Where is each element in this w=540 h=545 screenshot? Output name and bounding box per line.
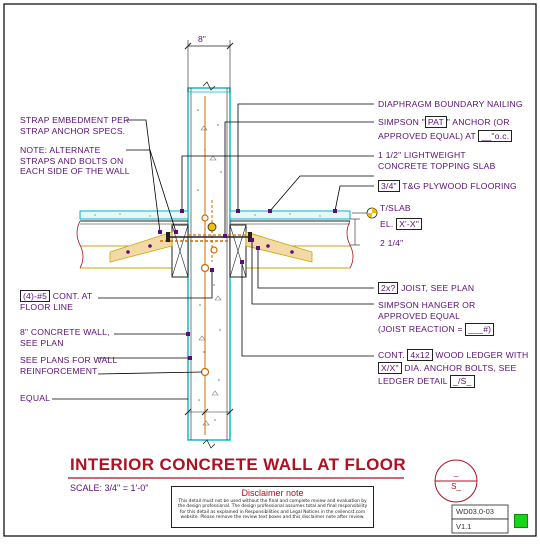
concrete-wall: [187, 81, 231, 449]
label-strap-embedment-line1: STRAP EMBEDMENT PER: [20, 115, 130, 125]
cont-bars: [200, 214, 218, 377]
label-note: NOTE: ALTERNATE STRAPS AND BOLTS ON EACH…: [20, 145, 130, 177]
label-plywood: 3/4" T&G PLYWOOD FLOORING: [378, 180, 517, 192]
leader-markers: [158, 209, 337, 360]
label-cont-floor: FLOOR LINE: [20, 301, 74, 312]
label-tslab: T/SLAB: [380, 203, 411, 213]
label-lightweight-slab: 1 1/2" LIGHTWEIGHT CONCRETE TOPPING SLAB: [378, 150, 496, 171]
cont-bars-qty: (4)-#5: [20, 290, 51, 302]
ledger-text: WOOD LEDGER WITH: [435, 350, 529, 360]
label-elevation: EL. X'-X": [380, 218, 423, 230]
label-lw-line1: 1 1/2" LIGHTWEIGHT: [378, 150, 466, 160]
label-hanger-line1: SIMPSON HANGER OR: [378, 300, 476, 310]
hanger-reaction-pre: (JOIST REACTION =: [378, 324, 463, 334]
floor-slab: [79, 210, 351, 225]
section-bubble: [434, 459, 478, 503]
label-wall-line2: SEE PLAN: [20, 337, 64, 348]
tslab-marker: [350, 207, 378, 246]
section-bubble-top: _: [453, 468, 459, 477]
plywood-text: T&G PLYWOOD FLOORING: [402, 181, 517, 191]
label-diaphragm: DIAPHRAGM BOUNDARY NAILING: [378, 99, 523, 109]
label-note-line2: STRAPS AND BOLTS ON: [20, 155, 124, 166]
detail-scale: SCALE: 3/4" = 1'-0": [70, 483, 149, 493]
section-bubble-bottom: S_: [451, 482, 461, 491]
leaders-right: [181, 103, 374, 357]
label-note-line1: NOTE: ALTERNATE: [20, 145, 101, 155]
simpson-post: " ANCHOR (OR: [446, 117, 510, 127]
joist-box: 2x?: [378, 282, 399, 294]
disclaimer-heading: Disclaimer note: [241, 488, 304, 498]
label-lw-line2: CONCRETE TOPPING SLAB: [378, 160, 496, 171]
dimension-wall-thickness: [184, 40, 234, 92]
hangers: [109, 231, 313, 263]
label-reinf-line1: SEE PLANS FOR WALL: [20, 355, 118, 365]
ledger-detail-pre: LEDGER DETAIL: [378, 376, 448, 386]
spacing-blank: __"o.c.: [478, 129, 513, 142]
simpson-pre: SIMPSON ": [378, 117, 425, 127]
status-indicator: [514, 514, 528, 528]
elevation-box: X'-X": [396, 218, 423, 230]
ledger-detail-ref: _/S_: [450, 375, 475, 388]
label-wall-line1: 8" CONCRETE WALL,: [20, 327, 110, 337]
leaders-left: [52, 119, 213, 400]
label-concrete-wall: 8" CONCRETE WALL, SEE PLAN: [20, 327, 110, 348]
ledger-size-box: 4x12: [407, 349, 433, 361]
hanger-reaction-blank: ___#): [465, 323, 495, 336]
plywood-thickness-box: 3/4": [378, 180, 400, 192]
label-reinf-line2: REINFORCEMENT: [20, 365, 98, 376]
ledger-pre: CONT.: [378, 350, 405, 360]
label-strap-embedment-line2: STRAP ANCHOR SPECS.: [20, 125, 126, 136]
bolt-text: DIA. ANCHOR BOLTS, SEE: [404, 362, 517, 373]
simpson-model-box: PAT: [424, 116, 447, 128]
label-reinforcement: SEE PLANS FOR WALL REINFORCEMENT: [20, 355, 117, 376]
label-joist: 2x? JOIST, SEE PLAN: [378, 282, 475, 294]
label-two-quarter: 2 1/4": [380, 238, 404, 248]
elevation-pre: EL.: [380, 219, 394, 229]
bolt-dia-box: X/X": [378, 361, 402, 374]
label-cont-bars: (4)-#5 CONT. AT FLOOR LINE: [20, 290, 93, 312]
label-note-line3: EACH SIDE OF THE WALL: [20, 166, 130, 176]
approved-at: APPROVED EQUAL) AT: [378, 130, 476, 141]
disclaimer-body: This detail must not be used without the…: [177, 499, 368, 520]
anchor-bolt: [166, 232, 252, 242]
joist-text: JOIST, SEE PLAN: [401, 283, 475, 293]
equal-dimension: [184, 408, 234, 416]
cont-bars-at: CONT. AT: [52, 291, 93, 301]
label-hanger-line2: APPROVED EQUAL: [378, 310, 461, 321]
sheet-code: WD03.0-03: [456, 507, 494, 516]
label-simpson-anchor: SIMPSON "PAT" ANCHOR (OR APPROVED EQUAL)…: [378, 116, 513, 142]
dimension-label: 8": [198, 34, 206, 44]
label-equal: EQUAL: [20, 393, 51, 403]
detail-title: INTERIOR CONCRETE WALL AT FLOOR: [70, 455, 407, 474]
label-strap-embedment: STRAP EMBEDMENT PER STRAP ANCHOR SPECS.: [20, 115, 130, 136]
sheet-border: [3, 3, 537, 537]
label-hanger: SIMPSON HANGER OR APPROVED EQUAL (JOIST …: [378, 300, 495, 336]
sheet-code-box: [451, 504, 509, 534]
label-ledger: CONT. 4x12 WOOD LEDGER WITH X/X" DIA. AN…: [378, 349, 529, 388]
disclaimer-box: Disclaimer note This detail must not be …: [171, 486, 374, 528]
sheet-version: V1.1: [456, 522, 472, 531]
